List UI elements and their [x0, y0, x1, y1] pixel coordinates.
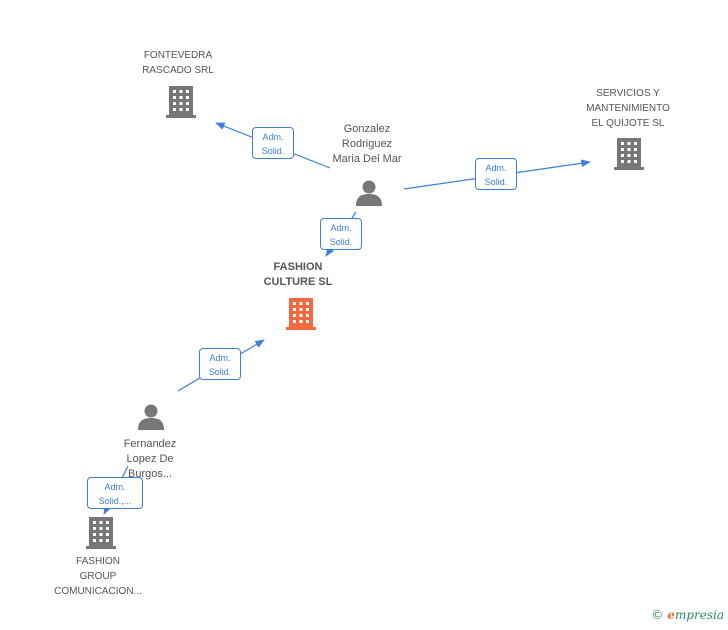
person-label-fernandez[interactable]: Fernandez Lopez De Burgos...	[123, 438, 177, 480]
empresia-logo: ©empresia	[651, 608, 724, 622]
edge-label-gonzalez-fashion-culture[interactable]: Adm. Solid.	[320, 218, 362, 250]
edge-label-line: Solid.	[329, 237, 353, 247]
edge-label-fernandez-fashion-culture[interactable]: Adm. Solid.	[199, 348, 241, 380]
company-label-servicios[interactable]: SERVICIOS Y MANTENIMIENTO EL QUIJOTE SL	[586, 88, 670, 129]
person-label-gonzalez[interactable]: Gonzalez Rodriguez Maria Del Mar	[332, 123, 402, 165]
edge-label-line: Solid.	[208, 367, 232, 377]
building-icon[interactable]	[614, 138, 644, 170]
edge-label-line: Adm.	[262, 132, 284, 142]
edge-label-fernandez-fashion-group[interactable]: Adm. Solid.,...	[87, 477, 143, 509]
building-icon[interactable]	[286, 298, 316, 330]
building-icon[interactable]	[86, 517, 116, 549]
edge-label-line: Adm.	[485, 163, 507, 173]
edge-label-line: Adm.	[104, 482, 126, 492]
company-label-fashion-group[interactable]: FASHION GROUP COMUNICACION...	[54, 556, 142, 597]
edge-label-line: Adm.	[209, 353, 231, 363]
edge-label-line: Solid.,...	[98, 496, 132, 506]
brand-initial: e	[667, 608, 675, 622]
person-icon[interactable]	[138, 404, 164, 431]
edge-label-gonzalez-fontevedra[interactable]: Adm. Solid.	[252, 127, 294, 159]
building-icon[interactable]	[166, 86, 196, 118]
edge-label-line: Solid.	[261, 146, 285, 156]
person-icon[interactable]	[356, 180, 382, 207]
copyright-symbol: ©	[651, 608, 664, 622]
company-label-fashion-culture[interactable]: FASHION CULTURE SL	[263, 261, 333, 288]
brand-name: mpresia	[674, 608, 724, 622]
edge-label-line: Adm.	[330, 223, 352, 233]
edge-label-gonzalez-servicios[interactable]: Adm. Solid.	[475, 158, 517, 190]
edge-label-line: Solid.	[484, 177, 508, 187]
company-label-fontevedra[interactable]: FONTEVEDRA RASCADO SRL	[142, 50, 214, 76]
